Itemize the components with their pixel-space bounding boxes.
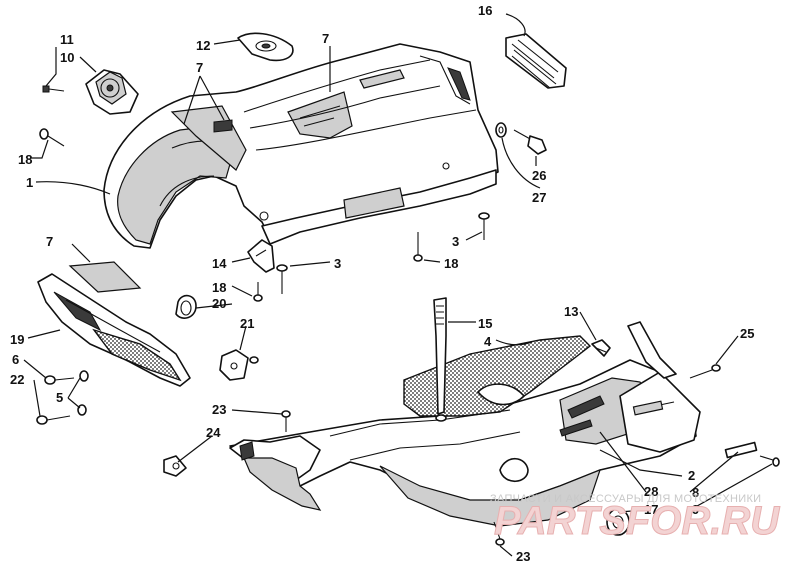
callout-15: 15: [478, 316, 492, 331]
watermark-tagline: ЗАПЧАСТИ И АКСЕССУАРЫ ДЛЯ МОТОТЕХНИКИ: [490, 493, 761, 505]
clip-part-24: [163, 455, 187, 477]
upper-console-assembly: [103, 43, 499, 249]
grommet-part-12: [237, 32, 294, 62]
callout-7-loose: 7: [46, 234, 53, 249]
callout-25: 25: [740, 326, 754, 341]
decal-part-7-loose: [68, 261, 142, 293]
column-housing-part-10: [85, 69, 139, 115]
leader-lines: [23, 13, 773, 557]
screw-part-11: [42, 85, 65, 93]
callout-14: 14: [212, 256, 227, 271]
screw-part-23-lower: [493, 521, 505, 546]
watermark: ЗАПЧАСТИ И АКСЕССУАРЫ ДЛЯ МОТОТЕХНИКИ PA…: [490, 493, 781, 544]
callout-labels: 11 10 12 7 16 7 18 1 26 27 3 14 3 18 7 1…: [10, 3, 754, 564]
callout-20: 20: [212, 296, 226, 311]
callout-2: 2: [688, 468, 695, 483]
vent-grille-part-16: [505, 33, 567, 89]
callout-26: 26: [532, 168, 546, 183]
callout-9: 9: [692, 502, 699, 517]
washer-part-5-upper: [79, 370, 89, 382]
callout-24: 24: [206, 425, 221, 440]
callout-23-upper: 23: [212, 402, 226, 417]
screw-part-18-center: [413, 232, 423, 262]
reflector-part-8: [724, 441, 758, 459]
bracket-part-21: [219, 349, 259, 381]
callout-11: 11: [60, 32, 74, 47]
clamp-part-20: [175, 294, 197, 319]
callout-4: 4: [484, 334, 492, 349]
screw-part-22: [36, 415, 71, 425]
screw-part-18-left: [39, 128, 65, 147]
screw-part-23-upper: [281, 410, 291, 432]
watermark-logo-text: PARTSFOR.RU: [494, 499, 780, 543]
callout-1: 1: [26, 175, 33, 190]
callout-28: 28: [644, 484, 658, 499]
callout-7-top: 7: [322, 31, 329, 46]
screw-part-18-lower: [253, 282, 263, 302]
push-pin-part-3-right: [478, 212, 490, 240]
side-panel-part-19: [37, 273, 191, 387]
callout-23-lower: 23: [516, 549, 530, 564]
strap-part-15: [433, 297, 447, 422]
bolt-part-26: [513, 129, 547, 155]
callout-18-center: 18: [444, 256, 458, 271]
callout-8: 8: [692, 485, 699, 500]
callout-10: 10: [60, 50, 74, 65]
callout-12: 12: [196, 38, 210, 53]
callout-18-left: 18: [18, 152, 32, 167]
callout-7-decal: 7: [196, 60, 203, 75]
push-pin-part-3-center: [276, 264, 288, 294]
callout-17: 17: [644, 502, 658, 517]
callout-6: 6: [12, 352, 19, 367]
clip-part-14: [247, 239, 275, 273]
callout-16: 16: [478, 3, 492, 18]
callout-27: 27: [532, 190, 546, 205]
callout-21: 21: [240, 316, 254, 331]
callout-3-center: 3: [334, 256, 341, 271]
callout-13: 13: [564, 304, 578, 319]
callout-18-lower: 18: [212, 280, 226, 295]
callout-5: 5: [56, 390, 63, 405]
screw-part-6: [44, 375, 75, 385]
callout-3-right: 3: [452, 234, 459, 249]
washer-part-27: [495, 122, 507, 138]
callout-22: 22: [10, 372, 24, 387]
washer-part-5-lower: [77, 404, 87, 416]
lower-tub-assembly: [229, 321, 701, 536]
screw-part-9: [759, 455, 780, 467]
screw-part-25: [689, 364, 721, 379]
latch-part-13: [591, 339, 611, 357]
callout-19: 19: [10, 332, 24, 347]
